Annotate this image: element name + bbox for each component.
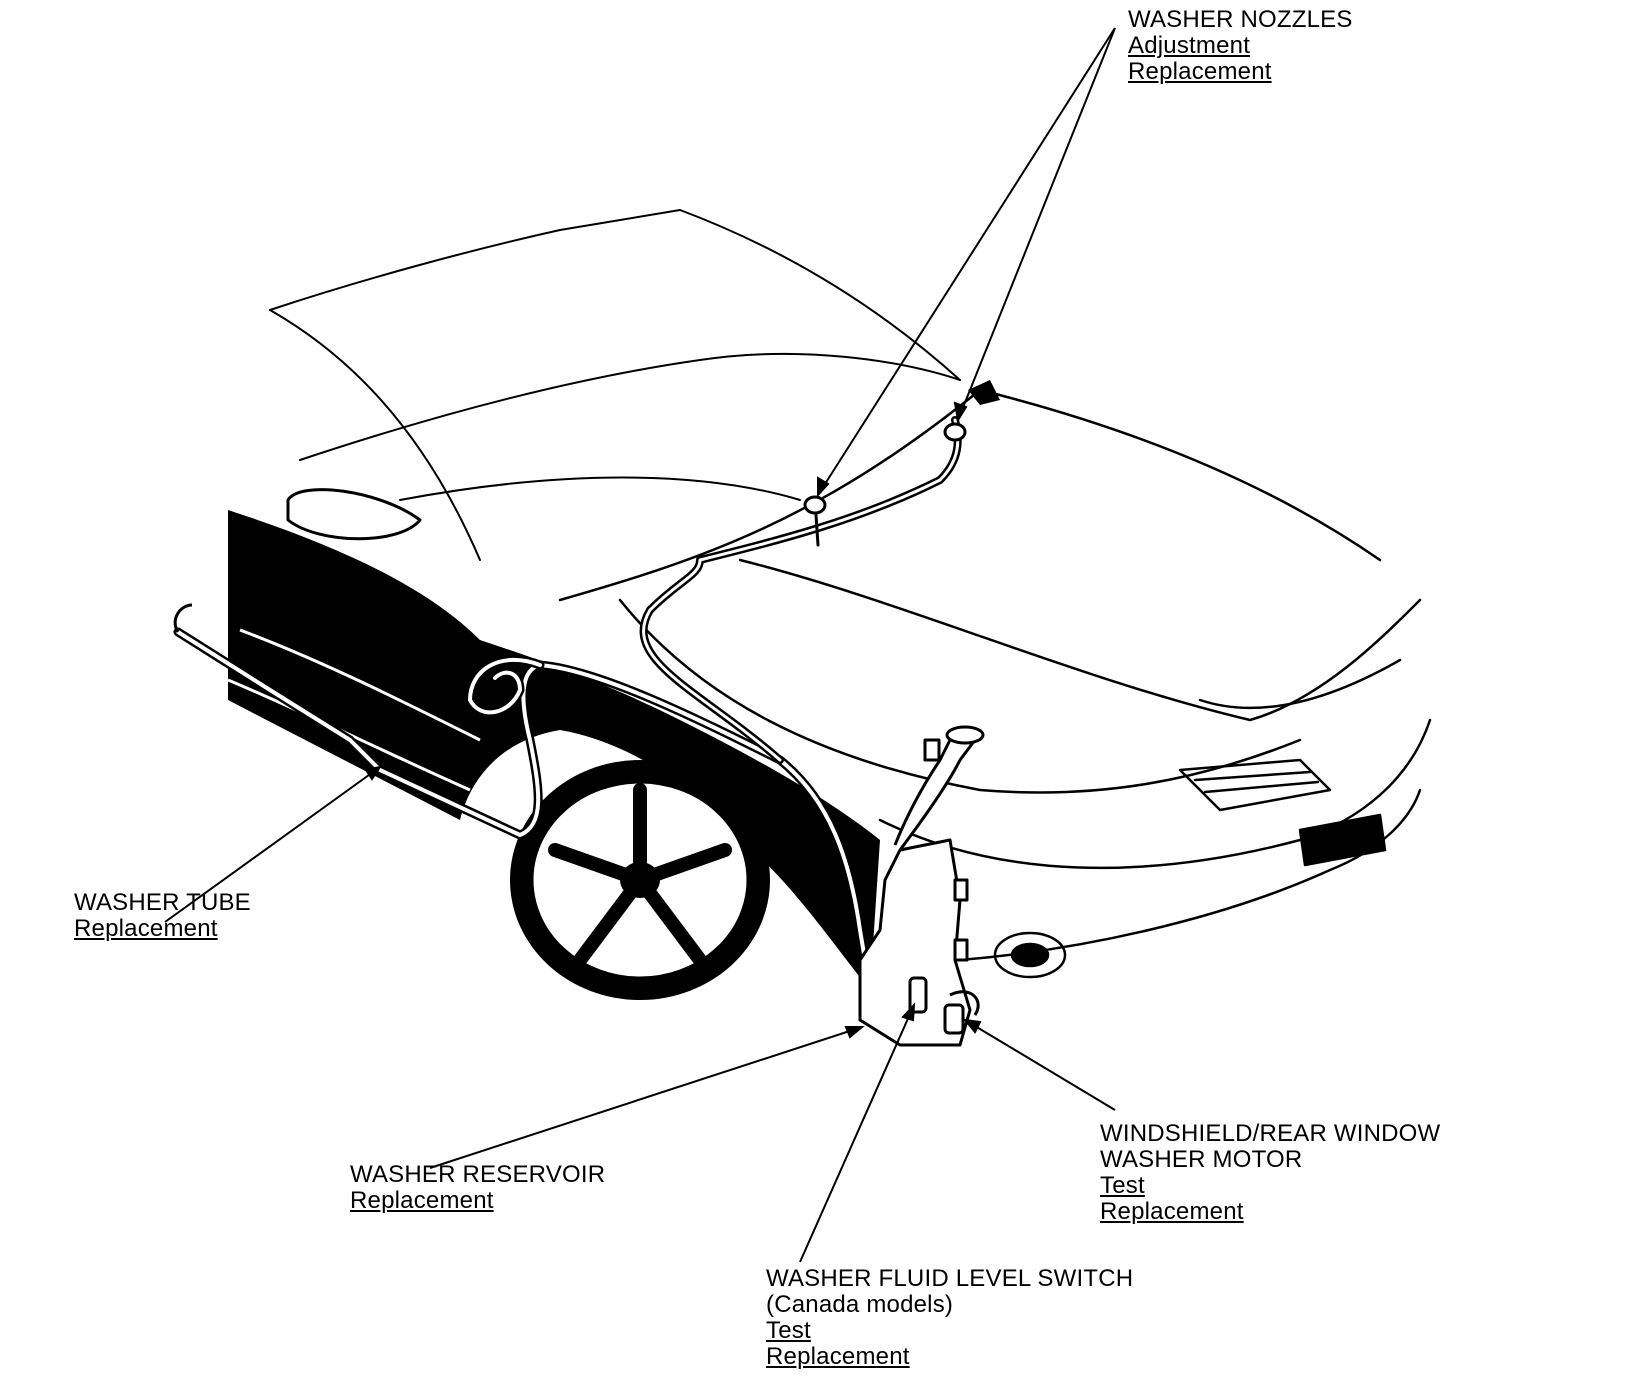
callout-washer-nozzles: WASHER NOZZLES Adjustment Replacement (1128, 7, 1353, 85)
callout-washer-motor: WINDSHIELD/REAR WINDOW WASHER MOTOR Test… (1100, 1121, 1440, 1225)
washer-nozzle-left (803, 495, 827, 515)
callout-washer-tube: WASHER TUBE Replacement (74, 890, 251, 942)
washer-motor-test-link[interactable]: Test (1100, 1172, 1145, 1199)
washer-tube-title: WASHER TUBE (74, 889, 251, 916)
washer-nozzles-title: WASHER NOZZLES (1128, 6, 1353, 33)
callout-washer-reservoir: WASHER RESERVOIR Replacement (350, 1162, 605, 1214)
callout-fluid-level-switch: WASHER FLUID LEVEL SWITCH (Canada models… (766, 1266, 1133, 1370)
washer-nozzles-adjustment-link[interactable]: Adjustment (1128, 32, 1251, 59)
washer-tube-replacement-link[interactable]: Replacement (74, 915, 218, 942)
fluid-level-switch-note: (Canada models) (766, 1291, 954, 1318)
washer-motor-title-line2: WASHER MOTOR (1100, 1146, 1303, 1173)
washer-nozzle-right (943, 422, 967, 442)
washer-reservoir-tank (858, 725, 985, 1047)
side-mirror (286, 488, 422, 541)
washer-motor (943, 990, 980, 1035)
front-wheel (510, 760, 770, 1000)
leader-lines (164, 27, 1116, 1263)
fluid-level-switch-title: WASHER FLUID LEVEL SWITCH (766, 1265, 1134, 1292)
front-bumper (878, 718, 1432, 979)
fluid-level-switch-test-link[interactable]: Test (766, 1317, 811, 1344)
fluid-level-switch (908, 976, 928, 1014)
windshield-outline (269, 209, 961, 561)
fender-panel (228, 510, 880, 990)
washer-motor-replacement-link[interactable]: Replacement (1100, 1198, 1244, 1225)
washer-nozzles-replacement-link[interactable]: Replacement (1128, 58, 1272, 85)
washer-reservoir-replacement-link[interactable]: Replacement (350, 1187, 494, 1214)
washer-motor-title-line1: WINDSHIELD/REAR WINDOW (1100, 1120, 1441, 1147)
fluid-level-switch-replacement-link[interactable]: Replacement (766, 1343, 910, 1370)
washer-reservoir-title: WASHER RESERVOIR (350, 1161, 606, 1188)
